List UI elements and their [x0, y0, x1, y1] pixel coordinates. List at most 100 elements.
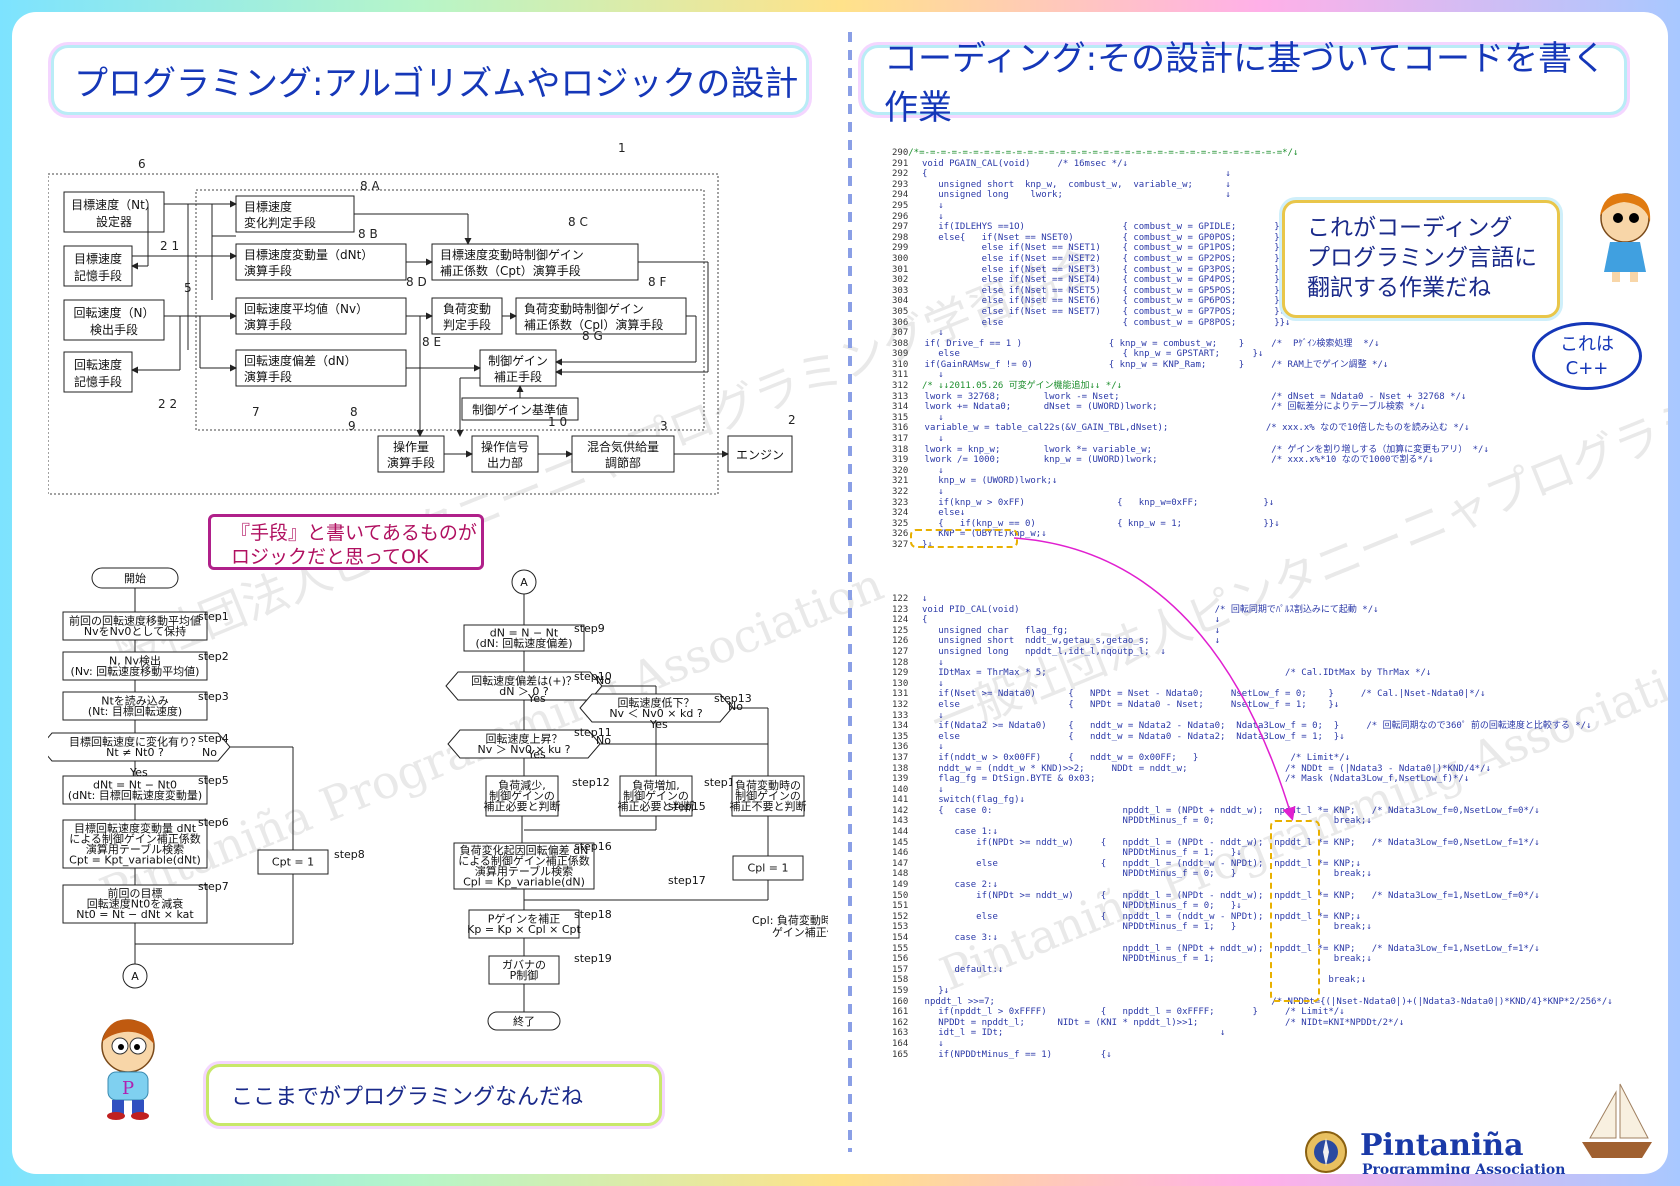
flow-step19-label: step19	[574, 952, 612, 965]
svg-text:回転速度偏差（dN）: 回転速度偏差（dN）	[244, 353, 357, 368]
code-text: else { npddt_l = (nddt_w - NPDt); npddt_…	[922, 858, 1361, 869]
block-speed-detector: 回転速度（N） 検出手段	[63, 299, 165, 341]
code-text: /* ↓↓2011.05.26 可変ゲイン機能追加↓↓ */↓	[922, 381, 1123, 392]
code-text: else { NPDt = Ndata0 - Nset; NsetLow_f =…	[922, 699, 1340, 710]
line-number: 298	[892, 232, 909, 243]
right-title: コーディング:その設計に基づいてコードを書く作業	[864, 39, 1624, 128]
line-number: 322	[892, 487, 909, 497]
label-8: 8	[350, 405, 358, 419]
line-number: 125	[892, 625, 909, 636]
svg-text:目標速度: 目標速度	[244, 199, 292, 214]
line-number: 148	[892, 869, 909, 880]
line-number: 307	[892, 328, 909, 339]
code-text: NPDDtMinus_f = 0; }↓	[922, 901, 1242, 912]
label-8b: 8 B	[358, 227, 378, 241]
flow-step8-label: step8	[334, 848, 365, 861]
block-op-signal-out: 操作信号 出力部	[471, 435, 539, 473]
code-panel-pgain: 290/*=-=-=-=-=-=-=-=-=-=-=-=-=-=-=-=-=-=…	[892, 148, 1489, 551]
label-8a: 8 A	[360, 179, 380, 193]
flow-step12-line: 制御ゲインの	[489, 789, 555, 803]
svg-text:制御ゲイン基準値: 制御ゲイン基準値	[472, 402, 568, 417]
label-1: 1	[618, 141, 626, 155]
code-line: 164 ↓	[892, 1039, 1612, 1050]
yes-label-step11: Yes	[527, 748, 546, 761]
flow-step12-line: 補正必要と判断	[484, 799, 561, 813]
code-line: 128 ↓	[892, 658, 1612, 669]
code-text: lwork = 32768; lwork -= Nset; /* dNset =…	[908, 391, 1467, 402]
speech-right-line-2: プログラミング言語に	[1307, 245, 1537, 271]
code-line: 308 if( Drive_f == 1 ) { knp_w = combust…	[892, 339, 1380, 350]
svg-text:検出手段: 検出手段	[90, 322, 138, 337]
code-text: void PGAIN_CAL(void) /* 16msec */↓	[922, 158, 1128, 169]
center-divider	[848, 32, 852, 1152]
flow-step5: dNt = Nt − Nt0(dNt: 目標回転速度変動量)step5	[62, 774, 229, 805]
svg-text:目標速度変動量（dNt）: 目標速度変動量（dNt）	[244, 247, 373, 262]
code-line: 305 else if(Nset == NSET7) { combust_w =…	[892, 307, 1292, 318]
flow-step14-line: 補正必要と判断	[618, 799, 695, 813]
block-op-amount-calc: 操作量 演算手段	[377, 435, 445, 473]
flow-step4-line: Nt ≠ Nt0 ?	[106, 746, 164, 759]
code-line: 324 else↓	[892, 508, 1292, 519]
code-text: ↓	[922, 678, 944, 689]
code-line: 133 ↓	[892, 711, 1612, 722]
line-number: 132	[892, 699, 909, 710]
line-number: 139	[892, 774, 909, 785]
inner-dotted-frame	[195, 189, 705, 431]
line-number: 314	[892, 402, 909, 413]
line-number: 160	[892, 996, 909, 1007]
compass-icon	[1305, 1131, 1347, 1173]
no-label-step4: No	[202, 746, 217, 759]
code-line: 292{ ↓	[892, 169, 1292, 180]
label-8g: 8 G	[582, 329, 603, 343]
line-number: 165	[892, 1049, 909, 1060]
line-number: 158	[892, 975, 909, 986]
code-line: 312/* ↓↓2011.05.26 可変ゲイン機能追加↓↓ */↓	[892, 381, 1292, 392]
code-text: else if(Nset == NSET7) { combust_w = GP7…	[922, 306, 1286, 317]
code-line: 143 NPDDtMinus_f = 0; break;↓	[892, 816, 1612, 827]
flow-step4: 目標回転速度に変化有り？Nt ≠ Nt0 ?step4	[48, 732, 231, 762]
line-number: 144	[892, 827, 909, 838]
flow-start: 開始	[91, 567, 179, 589]
line-number: 304	[892, 296, 909, 307]
svg-text:演算手段: 演算手段	[244, 317, 292, 332]
flow-step12-label: step12	[572, 776, 610, 789]
yes-label-step10: Yes	[527, 692, 546, 705]
cpp-line-1: これは	[1560, 334, 1614, 355]
label-2: 2	[788, 413, 796, 427]
flow-step6-line: 目標回転速度変動量 dNt	[74, 821, 197, 835]
no-label-step10: No	[596, 674, 611, 687]
code-line: 129 IDtMax = ThrMax * 5; /* Cal.IDtMax b…	[892, 668, 1612, 679]
line-number: 150	[892, 890, 909, 901]
flow-step3-label: step3	[198, 690, 229, 703]
code-line: 163 idt_l = IDt; ↓	[892, 1028, 1612, 1039]
line-number: 327	[892, 539, 909, 550]
line-number: 157	[892, 964, 909, 975]
line-number: 299	[892, 243, 909, 254]
flow-step9-label: step9	[574, 622, 605, 635]
svg-text:A: A	[131, 970, 139, 983]
code-text: ↓	[922, 594, 928, 604]
flow-step15-line: 負荷変動時の	[735, 778, 801, 792]
code-line: 153 NPDDtMinus_f = 1; } break;↓	[892, 922, 1612, 933]
code-line: 122↓	[892, 594, 1612, 605]
flow-step16-line: 演算用テーブル検索	[475, 864, 573, 878]
code-text: else{ if(Nset == NSET0) { combust_w = GP…	[922, 232, 1286, 243]
code-text: ↓	[922, 200, 944, 211]
code-text: else if(Nset == NSET4) { combust_w = GP4…	[922, 275, 1286, 286]
flow-step2: N, Nv検出(Nv: 回転速度移動平均値)step2	[62, 650, 229, 681]
label-5: 5	[184, 281, 192, 295]
no-label-step13: No	[728, 700, 743, 713]
logo-name: Pintaniña	[1360, 1128, 1524, 1163]
code-line: 302 else if(Nset == NSET4) { combust_w =…	[892, 275, 1292, 286]
code-text: else if(Nset == NSET1) { combust_w = GP1…	[922, 243, 1286, 254]
block-diagram: 目標速度（Nt） 設定器 目標速度 記憶手段 回転速度（N） 検出手段 回転速度…	[48, 141, 796, 495]
flow-step4-label: step4	[198, 732, 229, 745]
code-text: NPDDtMinus_f = 1; break;↓	[922, 954, 1372, 965]
flow-step9-line: (dN: 回転速度偏差)	[476, 636, 573, 650]
block-cpt-calc: 目標速度変動時制御ゲイン 補正係数（Cpt）演算手段	[431, 243, 639, 281]
line-number: 151	[892, 901, 909, 912]
